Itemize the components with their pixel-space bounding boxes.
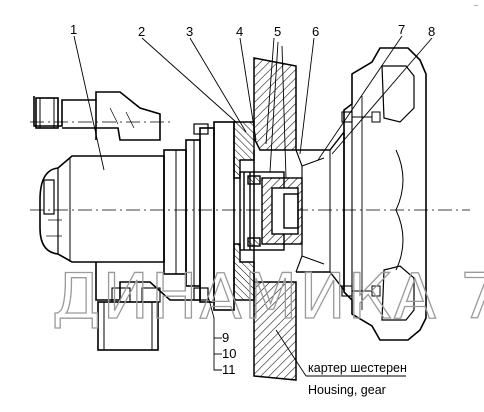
callout-10: 10 bbox=[222, 346, 236, 361]
adapter-flange bbox=[233, 121, 255, 301]
caption-english: Housing, gear bbox=[308, 383, 386, 397]
callout-1: 1 bbox=[70, 22, 77, 37]
callout-9: 9 bbox=[222, 330, 229, 345]
coupling bbox=[239, 171, 303, 251]
callout-8: 8 bbox=[428, 24, 435, 39]
motor-shading bbox=[46, 107, 135, 237]
callout-5: 5 bbox=[274, 24, 281, 39]
corner-mark: ~ bbox=[474, 3, 478, 10]
callout-6: 6 bbox=[312, 24, 319, 39]
leader-lines bbox=[73, 35, 433, 377]
callout-2: 2 bbox=[138, 24, 145, 39]
watermark: ДИНАМИКА 76 bbox=[52, 260, 484, 333]
callouts: 1 2 3 4 5 6 7 8 9 10 11 bbox=[70, 22, 435, 377]
callout-7: 7 bbox=[398, 22, 405, 37]
gear-housing-plate bbox=[253, 57, 297, 381]
caption-russian: картер шестерен bbox=[308, 361, 407, 375]
gearbox-housing bbox=[341, 47, 427, 341]
callout-11: 11 bbox=[222, 362, 236, 377]
callout-4: 4 bbox=[236, 24, 243, 39]
callout-3: 3 bbox=[186, 24, 193, 39]
